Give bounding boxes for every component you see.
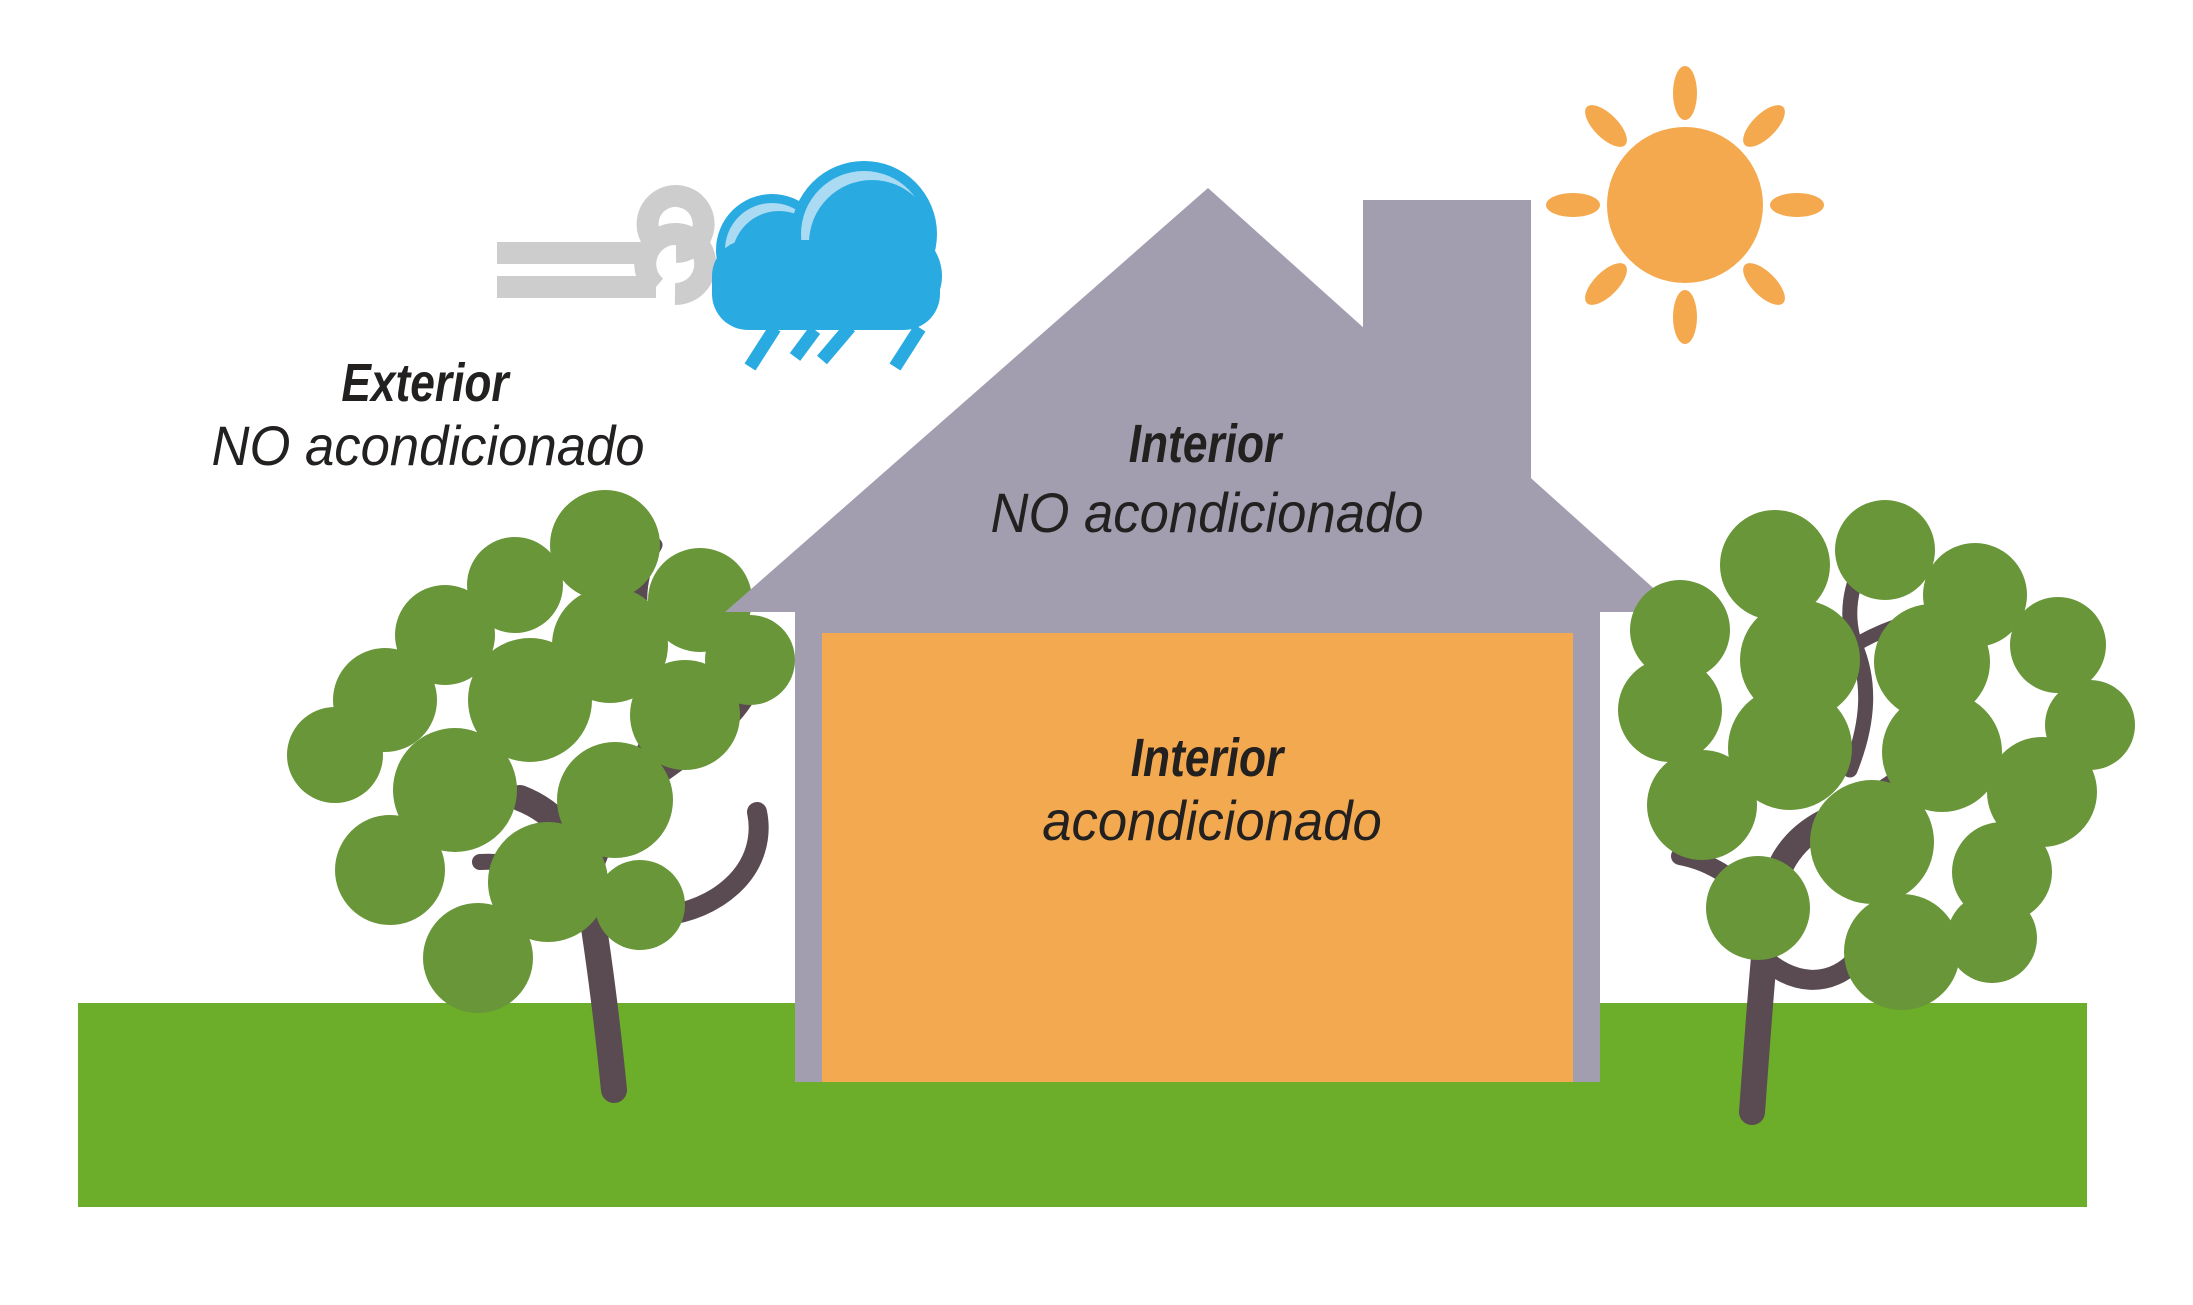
left-tree-foliage xyxy=(287,490,795,1013)
rain-drops xyxy=(744,322,926,371)
right-tree-foliage xyxy=(1618,500,2135,1010)
right-tree-icon xyxy=(1618,500,2135,1125)
attic-label-subtitle: NO acondicionado xyxy=(990,481,1424,544)
sun-body xyxy=(1607,127,1763,283)
sun-rays xyxy=(1546,66,1824,344)
attic-label-title: Interior xyxy=(1128,414,1282,474)
sun-icon xyxy=(1546,66,1824,344)
exterior-label-title: Exterior xyxy=(341,353,509,413)
conditioned-label-subtitle: acondicionado xyxy=(1042,789,1382,852)
conditioned-interior-area xyxy=(822,633,1573,1082)
conditioned-label-title: Interior xyxy=(1130,728,1284,788)
roof xyxy=(725,188,1680,612)
wind-gusts-icon xyxy=(497,185,717,306)
cloud-body xyxy=(712,161,942,330)
house-icon xyxy=(725,188,1680,1082)
chimney xyxy=(1363,200,1531,490)
exterior-label-subtitle: NO acondicionado xyxy=(211,414,645,477)
left-tree-icon xyxy=(287,490,795,1103)
rain-cloud-icon xyxy=(712,161,942,371)
